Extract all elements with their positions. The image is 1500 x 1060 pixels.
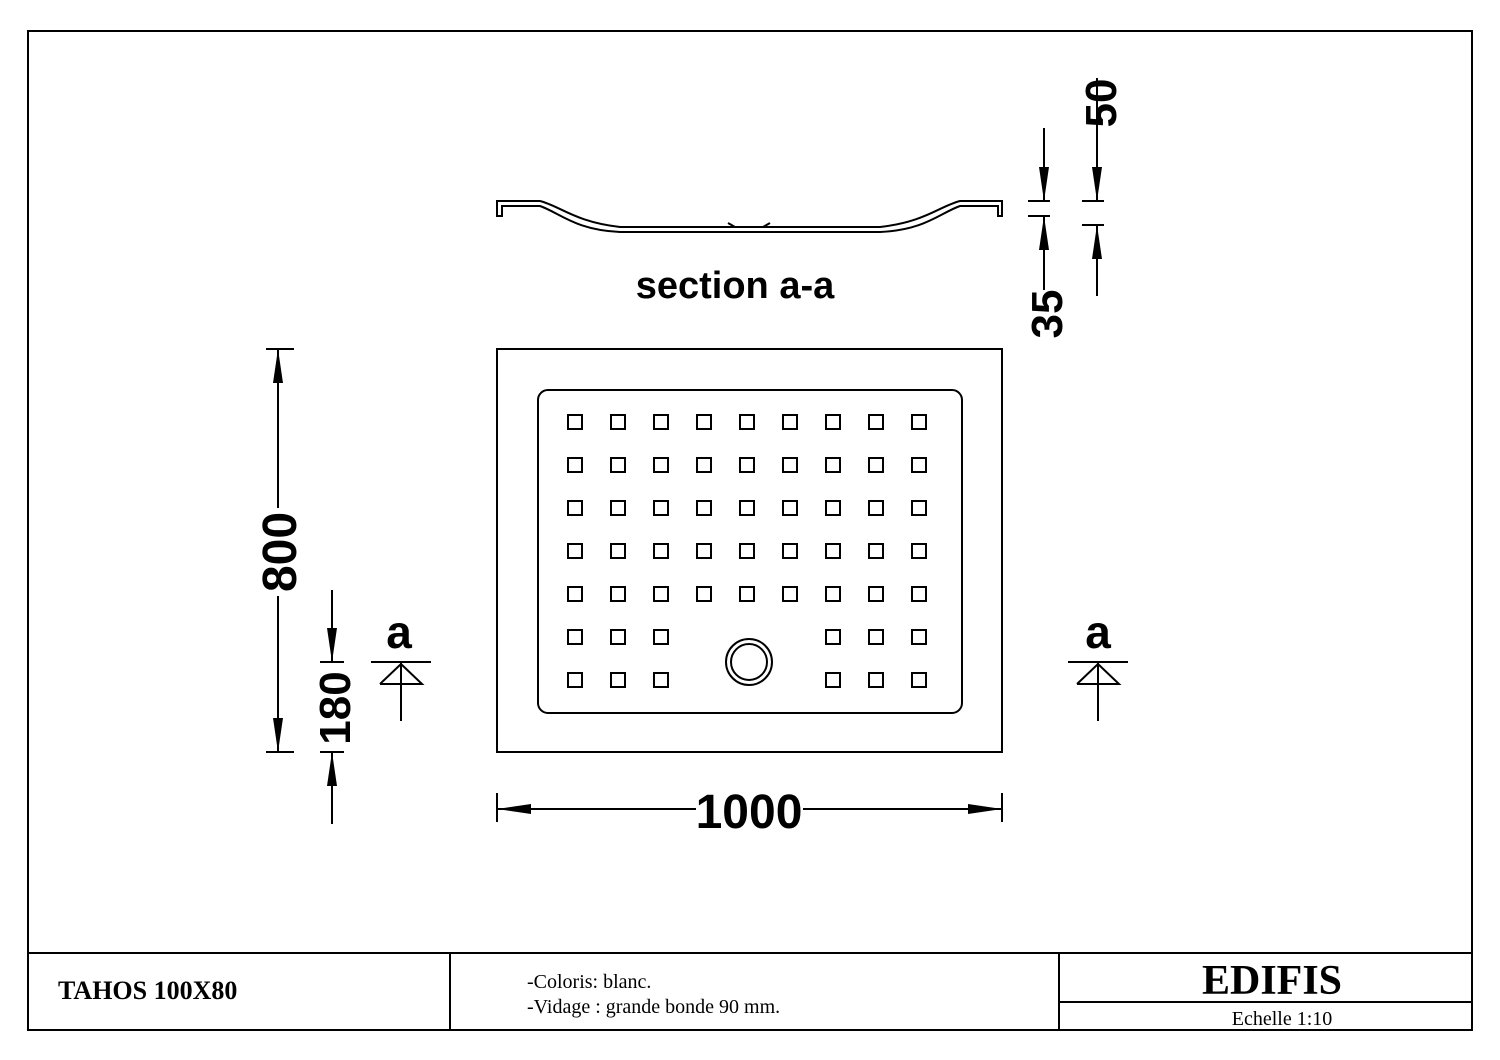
tile xyxy=(825,543,841,559)
drain-offset-arrowheads xyxy=(327,628,337,786)
tile xyxy=(868,672,884,688)
tile xyxy=(911,543,927,559)
tile xyxy=(653,414,669,430)
tray-outline xyxy=(496,348,1003,753)
section-marker-left-label: a xyxy=(386,606,412,658)
tile xyxy=(653,457,669,473)
tile xyxy=(653,672,669,688)
tile xyxy=(868,629,884,645)
tile xyxy=(696,414,712,430)
dim-drain-offset: 180 xyxy=(311,671,360,744)
dim-depth: 800 xyxy=(254,512,307,592)
tile xyxy=(911,672,927,688)
tile xyxy=(567,500,583,516)
tile xyxy=(610,586,626,602)
drain-inner-ring xyxy=(730,643,768,681)
scale-label: Echelle 1:10 xyxy=(1232,1008,1333,1030)
section-marker-left: a xyxy=(371,606,431,721)
brand-name: EDIFIS xyxy=(1202,958,1342,1004)
tile xyxy=(653,543,669,559)
tile xyxy=(739,543,755,559)
width-arrowheads xyxy=(497,804,1002,814)
tile xyxy=(911,414,927,430)
tile xyxy=(653,629,669,645)
tile xyxy=(782,586,798,602)
section-title: section a-a xyxy=(636,265,835,307)
tile xyxy=(825,629,841,645)
tile xyxy=(825,414,841,430)
height-arrowheads xyxy=(1039,167,1102,259)
tile xyxy=(696,500,712,516)
tile xyxy=(782,500,798,516)
tile xyxy=(868,500,884,516)
tile xyxy=(567,543,583,559)
tile xyxy=(825,586,841,602)
tile xyxy=(739,500,755,516)
dim-rim-height: 35 xyxy=(1023,290,1072,339)
tile xyxy=(825,500,841,516)
tile xyxy=(696,457,712,473)
tile xyxy=(610,543,626,559)
tile xyxy=(610,457,626,473)
tile xyxy=(610,629,626,645)
tile xyxy=(825,457,841,473)
tile xyxy=(567,457,583,473)
tile xyxy=(567,672,583,688)
tile xyxy=(911,457,927,473)
tile xyxy=(739,457,755,473)
anti-slip-tiles xyxy=(567,414,927,688)
tile xyxy=(653,500,669,516)
tile xyxy=(567,414,583,430)
tile xyxy=(653,586,669,602)
tile xyxy=(610,672,626,688)
tile xyxy=(739,586,755,602)
title-block xyxy=(28,952,1472,1030)
tile xyxy=(782,457,798,473)
tile xyxy=(610,500,626,516)
tile xyxy=(868,586,884,602)
tile xyxy=(696,543,712,559)
section-marker-right-label: a xyxy=(1085,606,1111,658)
tile xyxy=(739,414,755,430)
product-name: TAHOS 100X80 xyxy=(58,976,237,1005)
section-marker-right: a xyxy=(1068,606,1128,721)
drain-outer-ring xyxy=(725,638,773,686)
section-profile xyxy=(496,200,1003,233)
tile xyxy=(868,457,884,473)
tray-basin xyxy=(537,389,963,714)
tile xyxy=(782,414,798,430)
depth-arrowheads xyxy=(273,349,283,752)
dim-width: 1000 xyxy=(696,786,803,839)
tile xyxy=(610,414,626,430)
tile xyxy=(911,586,927,602)
tile xyxy=(911,629,927,645)
tile xyxy=(567,586,583,602)
tile xyxy=(825,672,841,688)
note-color: -Coloris: blanc. xyxy=(527,971,651,993)
note-drain: -Vidage : grande bonde 90 mm. xyxy=(527,996,780,1018)
tile xyxy=(868,414,884,430)
drawing-frame xyxy=(27,30,1473,1031)
tile xyxy=(868,543,884,559)
drain xyxy=(725,638,773,686)
tile xyxy=(911,500,927,516)
dim-total-height: 50 xyxy=(1077,79,1126,128)
tile xyxy=(696,586,712,602)
tile xyxy=(567,629,583,645)
tile xyxy=(782,543,798,559)
